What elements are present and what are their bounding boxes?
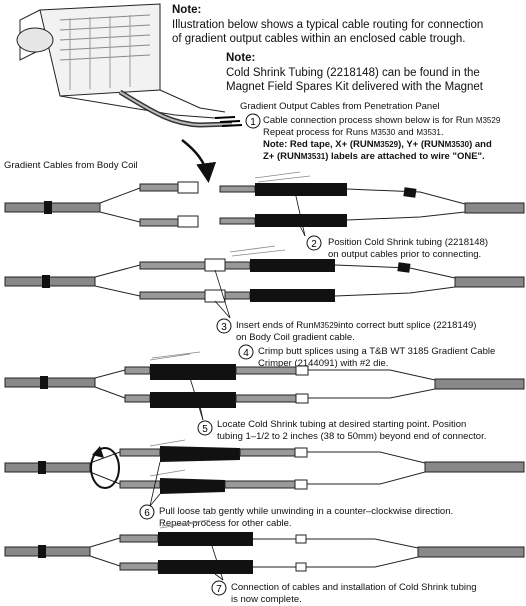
note-2-line-2: Magnet Field Spares Kit delivered with t…: [226, 81, 483, 93]
step-1-line-3: Note: Red tape, X+ (RUNM3529), Y+ (RUNM3…: [263, 139, 492, 150]
step-circle-6: 6: [139, 504, 155, 520]
body-coil-label: Gradient Cables from Body Coil: [4, 160, 138, 171]
step-1-line-2: Repeat process for Runs M3530 and M3531.: [263, 127, 444, 138]
svg-text:2: 2: [311, 239, 317, 250]
step-1-line-1: Cable connection process shown below is …: [263, 115, 501, 126]
svg-text:7: 7: [216, 584, 222, 595]
svg-text:6: 6: [144, 508, 150, 519]
step-circle-2: 2: [306, 235, 322, 251]
penetration-panel-label: Gradient Output Cables from Penetration …: [240, 101, 440, 112]
row-2-cables: [4, 245, 525, 319]
step-circle-4: 4: [238, 344, 254, 360]
step-5-line-1: Locate Cold Shrink tubing at desired sta…: [217, 419, 467, 430]
step-4-line-1: Crimp butt splices using a T&B WT 3185 G…: [258, 346, 496, 357]
note-heading-1: Note:: [172, 4, 202, 16]
step-circle-3: 3: [216, 318, 232, 334]
svg-text:1: 1: [250, 117, 256, 128]
step-3-line-2: on Body Coil gradient cable.: [236, 332, 355, 343]
step-5-line-2: tubing 1–1/2 to 2 inches (38 to 50mm) be…: [217, 431, 487, 442]
step-7-line-1: Connection of cables and installation of…: [231, 582, 477, 593]
step-6-line-2: Repeat process for other cable.: [159, 518, 292, 529]
row-3-cables: [4, 351, 525, 421]
note-heading-2: Note:: [226, 52, 256, 64]
row-1-cables: [4, 171, 525, 237]
note-1-line-1: Illustration below shows a typical cable…: [172, 19, 484, 31]
svg-text:5: 5: [202, 424, 208, 435]
step-4-line-2: Crimper (2144091) with #2 die.: [258, 358, 389, 369]
step-3-line-1: Insert ends of RunM3529into correct butt…: [236, 320, 477, 331]
note-2-line-1: Cold Shrink Tubing (2218148) can be foun…: [226, 67, 480, 79]
step-circle-1: 1: [245, 113, 261, 129]
row-5-cables: [4, 519, 525, 581]
step-circle-5: 5: [197, 420, 213, 436]
note-1-line-2: of gradient output cables within an encl…: [172, 33, 466, 45]
curved-pointer-arrow: [181, 139, 217, 183]
step-7-line-2: is now complete.: [231, 594, 302, 605]
svg-text:4: 4: [243, 348, 249, 359]
step-1-line-4: Z+ (RUNM3531) labels are attached to wir…: [263, 151, 485, 162]
cable-trough-sketch: [16, 3, 243, 128]
step-2-line-1: Position Cold Shrink tubing (2218148): [328, 237, 489, 248]
svg-text:3: 3: [221, 322, 227, 333]
step-circle-7: 7: [211, 580, 227, 596]
step-6-line-1: Pull loose tab gently while unwinding in…: [159, 506, 454, 517]
step-2-line-2: on output cables prior to connecting.: [328, 249, 482, 260]
row-4-cables: [4, 439, 525, 507]
